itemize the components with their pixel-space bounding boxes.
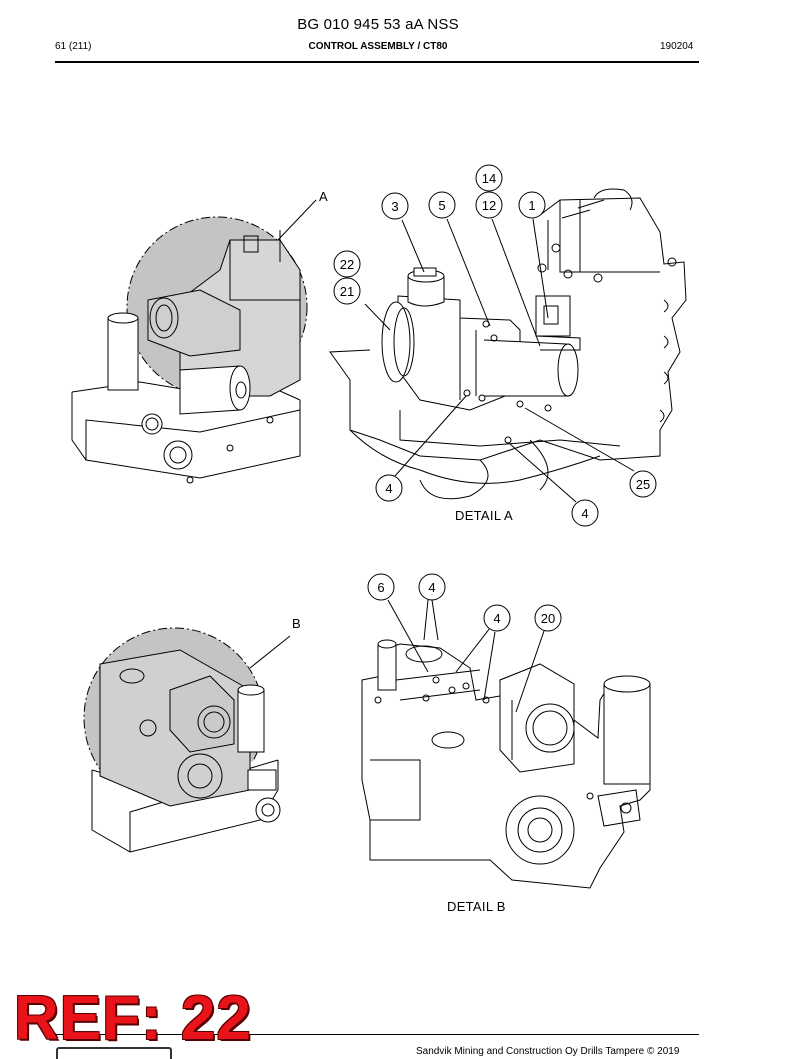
document-date: 190204 [660,41,694,52]
detail-b-callouts: 6 4 4 20 [367,573,562,632]
callout-12: 12 [475,191,503,219]
detail-a-callouts: 14 3 5 12 1 22 21 4 25 4 [333,164,657,527]
svg-text:25: 25 [636,477,650,492]
detail-b-leaders [387,599,545,713]
document-id: BG 010 945 53 aA NSS [297,16,459,33]
view-letter-a: A [319,189,328,204]
callout-6: 6 [367,573,395,601]
header-rule [55,61,699,63]
svg-text:21: 21 [340,284,354,299]
page-number: 61 (211) [55,41,92,52]
svg-text:22: 22 [340,257,354,272]
callout-5: 5 [428,191,456,219]
callout-25: 25 [629,470,657,498]
overview-a-machine [71,199,317,484]
callout-20: 20 [534,604,562,632]
view-letter-b: B [292,616,301,631]
callout-14: 14 [475,164,503,192]
callout-22: 22 [333,250,361,278]
section-title: CONTROL ASSEMBLY / CT80 [308,41,448,52]
callout-1: 1 [518,191,546,219]
detail-a-leaders [364,218,635,503]
callout-4-top: 4 [418,573,446,601]
svg-text:4: 4 [493,611,500,626]
callout-4-left: 4 [375,474,403,502]
svg-text:12: 12 [482,198,496,213]
callout-4-right: 4 [571,499,599,527]
callout-3: 3 [381,192,409,220]
footer-rule [55,1034,699,1035]
svg-text:20: 20 [541,611,555,626]
svg-text:5: 5 [438,198,445,213]
svg-text:4: 4 [385,481,392,496]
detail-a-drawing [329,188,687,500]
svg-text:14: 14 [482,171,496,186]
callout-4-mid: 4 [483,604,511,632]
detail-b-drawing [361,639,651,889]
overview-b-machine [83,627,291,853]
svg-text:6: 6 [377,580,384,595]
footer-copyright: Sandvik Mining and Construction Oy Drill… [416,1046,680,1057]
callout-21: 21 [333,277,361,305]
ref-stamp: REF: 22 [14,984,252,1053]
svg-text:1: 1 [528,198,535,213]
detail-b-label: DETAIL B [447,899,506,914]
svg-text:4: 4 [581,506,588,521]
detail-a-label: DETAIL A [455,508,514,523]
svg-text:4: 4 [428,580,435,595]
svg-text:3: 3 [391,199,398,214]
